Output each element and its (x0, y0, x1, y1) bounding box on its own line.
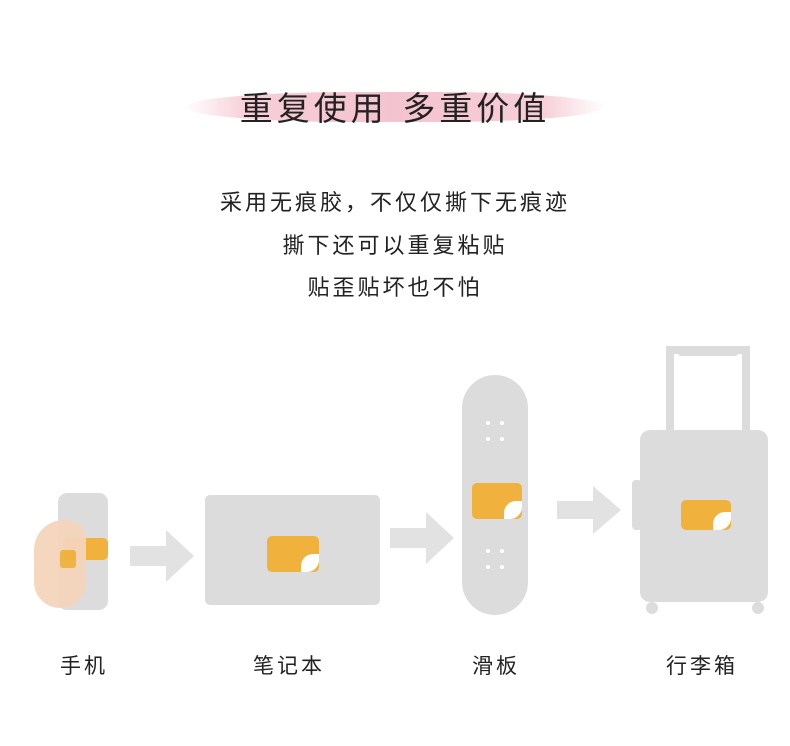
description-line-1: 采用无痕胶，不仅仅撕下无痕迹 (219, 191, 570, 216)
hand-icon (34, 520, 86, 608)
luggage-illustration (632, 346, 768, 614)
laptop-illustration (205, 495, 380, 605)
label-luggage: 行李箱 (666, 654, 738, 678)
arrow-right-icon (390, 512, 454, 564)
title-brush-decoration (185, 92, 605, 122)
sticker-icon (472, 483, 522, 519)
label-laptop: 笔记本 (253, 654, 325, 678)
skateboard-illustration (462, 375, 528, 615)
page-title: 重复使用 多重价值 (239, 89, 551, 128)
sticker-icon (681, 500, 731, 530)
description-line-3: 贴歪贴坏也不怕 (307, 276, 483, 301)
arrow-right-icon (130, 530, 194, 582)
description-line-2: 撕下还可以重复粘贴 (282, 234, 508, 259)
arrow-right-icon (557, 486, 621, 534)
label-phone: 手机 (60, 654, 108, 678)
sticker-icon (267, 536, 319, 572)
label-skateboard: 滑板 (472, 654, 520, 678)
